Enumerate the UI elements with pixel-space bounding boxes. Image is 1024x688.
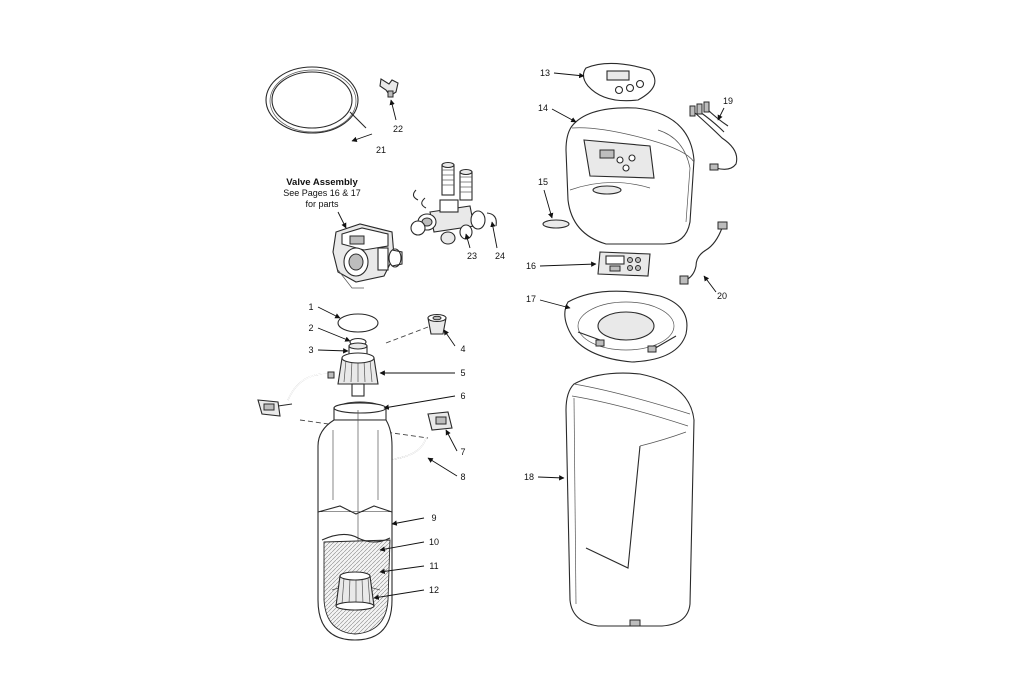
callout-8: 8 (460, 472, 465, 482)
part-19-wire-harness (689, 101, 738, 171)
valve-assembly (332, 223, 403, 289)
callout-12: 12 (429, 585, 439, 595)
part-5-distributor-head (337, 352, 379, 397)
callout-5: 5 (460, 368, 465, 378)
part-15-lid-insert (542, 219, 570, 229)
part-7-clamp-clip-left (257, 399, 293, 417)
callout-11: 11 (429, 561, 438, 571)
part-17-salt-lid-ring (564, 290, 688, 363)
part-20-sensor-cable (679, 221, 728, 285)
part-24-clip (486, 212, 497, 227)
callout-numbers: 1 2 3 4 5 6 7 8 9 10 11 12 13 14 15 16 1… (308, 68, 733, 595)
callout-20: 20 (717, 291, 727, 301)
valve-assembly-see-pages: See Pages 16 & 17 (283, 188, 361, 198)
valve-assembly-note: Valve Assembly See Pages 16 & 17 for par… (283, 177, 361, 209)
part-12-bottom-distributor (335, 571, 375, 611)
valve-assembly-title: Valve Assembly (286, 177, 358, 188)
callout-7: 7 (460, 447, 465, 457)
part-7-clamp-clip-right (427, 411, 453, 431)
callout-17: 17 (526, 294, 536, 304)
part-23-bypass-fittings (410, 161, 486, 245)
part-8-clamp-ring-left (287, 371, 335, 401)
part-13-overlay-label (582, 62, 656, 102)
part-3-adapter (348, 342, 368, 357)
callout-6: 6 (460, 391, 465, 401)
part-4-cap (385, 313, 447, 344)
leader-lines (317, 72, 725, 600)
callout-3: 3 (308, 345, 313, 355)
callout-10: 10 (429, 537, 439, 547)
callout-24: 24 (495, 251, 505, 261)
part-21-drain-tubing (265, 66, 367, 134)
part-18-brine-cabinet (565, 372, 695, 627)
callout-1: 1 (308, 302, 313, 312)
callout-23: 23 (467, 251, 477, 261)
callout-2: 2 (308, 323, 313, 333)
callout-22: 22 (393, 124, 403, 134)
callout-14: 14 (538, 103, 548, 113)
callout-9: 9 (431, 513, 436, 523)
part-14-cover-lid (565, 107, 695, 245)
part-1-oring (337, 313, 379, 333)
callout-21: 21 (376, 145, 386, 155)
part-22-elbow-fitting (379, 78, 399, 98)
callout-19: 19 (723, 96, 733, 106)
callout-13: 13 (540, 68, 550, 78)
part-16-circuit-board (597, 251, 651, 277)
callout-15: 15 (538, 177, 548, 187)
callout-16: 16 (526, 261, 536, 271)
callout-4: 4 (460, 344, 465, 354)
callout-18: 18 (524, 472, 534, 482)
valve-assembly-for-parts: for parts (305, 199, 339, 209)
